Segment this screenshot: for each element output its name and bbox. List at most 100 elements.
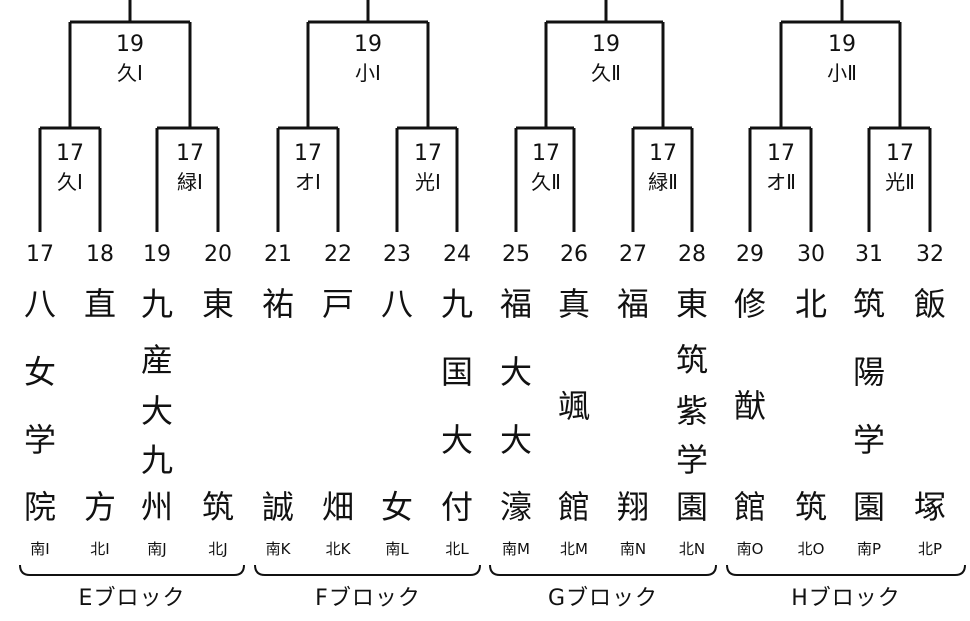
sub-match-code: 光Ⅰ [415, 170, 441, 194]
team-name-char: 学 [23, 421, 57, 459]
sub-match-number: 17 [56, 141, 84, 166]
team-name-char: 園 [675, 488, 709, 526]
team-name-char: 館 [733, 488, 767, 526]
sub-match-code: オⅡ [766, 170, 796, 194]
team-region: 北K [325, 540, 351, 558]
team-name-char: 八 [380, 285, 414, 323]
team-name-char: 翔 [616, 488, 650, 526]
team-region: 南P [856, 540, 882, 558]
team-name-char: 州 [140, 488, 174, 526]
top-match-number: 19 [116, 32, 144, 57]
team-region: 北O [797, 540, 825, 558]
block-label: Fブロック [315, 586, 421, 611]
team-name-char: 東 [201, 285, 235, 323]
team-name-char: 八 [23, 285, 57, 323]
team-seed-number: 24 [443, 242, 471, 267]
team-region: 南Ⅰ [30, 540, 50, 558]
team-seed-number: 19 [143, 242, 171, 267]
sub-match-number: 17 [886, 141, 914, 166]
team-seed-number: 29 [736, 242, 764, 267]
top-match-number: 19 [828, 32, 856, 57]
team-name-char: 筑 [675, 341, 709, 379]
team-name-char: 国 [440, 353, 474, 391]
team-region: 南J [147, 540, 167, 558]
team-region: 北J [208, 540, 228, 558]
top-match-number: 19 [354, 32, 382, 57]
team-seed-number: 17 [26, 242, 54, 267]
sub-match-code: 緑Ⅱ [648, 170, 678, 194]
team-seed-number: 22 [324, 242, 352, 267]
top-match-code: 小Ⅱ [827, 61, 857, 85]
team-name-char: 学 [675, 441, 709, 479]
team-region: 南O [736, 540, 764, 558]
team-name-char: 北 [794, 285, 828, 323]
team-region: 北P [917, 540, 943, 558]
team-name-char: 大 [499, 353, 533, 391]
team-name-char: 真 [557, 285, 591, 323]
team-seed-number: 27 [619, 242, 647, 267]
team-region: 北N [678, 540, 706, 558]
sub-match-code: オⅠ [295, 170, 321, 194]
sub-match-number: 17 [414, 141, 442, 166]
team-region: 南K [265, 540, 291, 558]
team-seed-number: 26 [560, 242, 588, 267]
sub-match-number: 17 [767, 141, 795, 166]
team-name-char: 院 [23, 488, 57, 526]
team-seed-number: 28 [678, 242, 706, 267]
team-name-char: 直 [83, 285, 117, 323]
sub-match-code: 緑Ⅰ [177, 170, 203, 194]
team-seed-number: 25 [502, 242, 530, 267]
team-region: 南M [502, 540, 530, 558]
team-name-char: 女 [23, 353, 57, 391]
team-name-char: 猷 [733, 387, 767, 425]
team-name-char: 筑 [852, 285, 886, 323]
block-brace [19, 564, 245, 576]
team-name-char: 館 [557, 488, 591, 526]
team-name-char: 大 [440, 421, 474, 459]
team-name-char: 紫 [675, 392, 709, 430]
team-seed-number: 31 [855, 242, 883, 267]
team-seed-number: 23 [383, 242, 411, 267]
team-name-char: 九 [440, 285, 474, 323]
team-name-char: 学 [852, 421, 886, 459]
team-name-char: 誠 [261, 488, 295, 526]
team-name-char: 女 [380, 488, 414, 526]
sub-match-code: 久Ⅱ [531, 170, 561, 194]
team-name-char: 福 [499, 285, 533, 323]
block-label: Eブロック [78, 586, 186, 611]
team-region: 南N [619, 540, 647, 558]
sub-match-code: 光Ⅱ [885, 170, 915, 194]
team-name-char: 塚 [913, 488, 947, 526]
team-name-char: 修 [733, 285, 767, 323]
sub-match-number: 17 [532, 141, 560, 166]
team-seed-number: 18 [86, 242, 114, 267]
team-name-char: 濠 [499, 488, 533, 526]
team-name-char: 戸 [321, 285, 355, 323]
block-brace [489, 564, 717, 576]
team-name-char: 大 [140, 392, 174, 430]
team-name-char: 方 [83, 488, 117, 526]
top-match-code: 久Ⅰ [117, 61, 143, 85]
team-seed-number: 21 [264, 242, 292, 267]
sub-match-code: 久Ⅰ [57, 170, 83, 194]
sub-match-number: 17 [176, 141, 204, 166]
team-seed-number: 20 [204, 242, 232, 267]
team-name-char: 筑 [794, 488, 828, 526]
team-region: 北L [445, 540, 469, 558]
block-label: Hブロック [791, 586, 901, 611]
team-name-char: 颯 [557, 387, 591, 425]
team-name-char: 筑 [201, 488, 235, 526]
sub-match-number: 17 [294, 141, 322, 166]
team-name-char: 陽 [852, 353, 886, 391]
team-name-char: 大 [499, 421, 533, 459]
block-brace [254, 564, 481, 576]
top-match-code: 久Ⅱ [591, 61, 621, 85]
team-seed-number: 32 [916, 242, 944, 267]
team-region: 南L [385, 540, 409, 558]
team-name-char: 飯 [913, 285, 947, 323]
top-match-number: 19 [592, 32, 620, 57]
team-region: 北M [560, 540, 588, 558]
team-name-char: 東 [675, 285, 709, 323]
